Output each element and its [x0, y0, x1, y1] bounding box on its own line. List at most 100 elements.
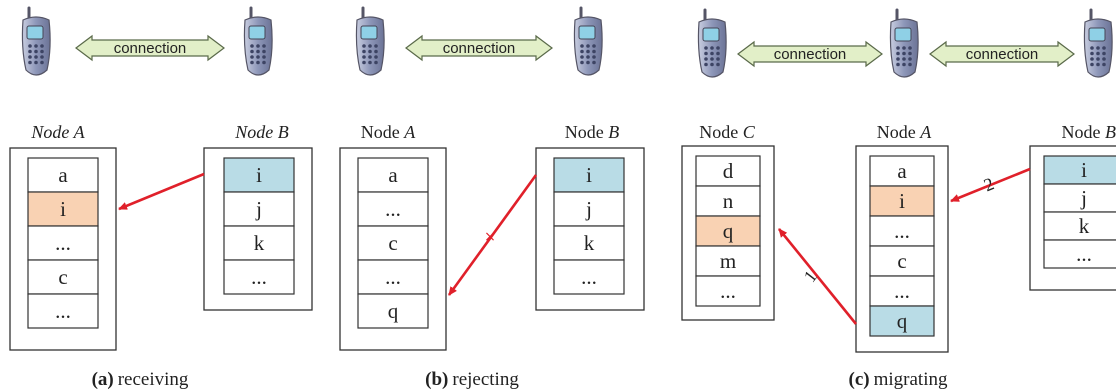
- key: [40, 60, 44, 65]
- key: [586, 60, 590, 65]
- key: [704, 46, 708, 50]
- key: [902, 62, 906, 67]
- cell-value: i: [1081, 158, 1087, 182]
- cell-value: k: [1079, 214, 1090, 238]
- key: [256, 49, 260, 54]
- buffer-cell: [27, 157, 99, 193]
- key: [586, 55, 590, 59]
- buffer-cell: [357, 293, 429, 329]
- buffer-cell: [695, 155, 761, 187]
- connection-link: connection: [929, 40, 1075, 68]
- key: [908, 62, 912, 67]
- cell-value: c: [58, 265, 67, 289]
- key: [716, 62, 720, 67]
- cell-value: a: [388, 163, 398, 187]
- key: [908, 51, 912, 56]
- phone-screen: [248, 25, 266, 40]
- key: [250, 60, 254, 65]
- cell-value: ...: [894, 219, 910, 243]
- buffer-cell: [27, 225, 99, 261]
- key: [374, 55, 378, 59]
- buffer-cell: [27, 259, 99, 295]
- cell-value: ...: [55, 231, 71, 255]
- caption-text: receiving: [118, 369, 189, 390]
- cell-value: d: [723, 159, 734, 183]
- cell-value: q: [723, 219, 734, 243]
- node-label: Node B: [1062, 122, 1116, 142]
- connection-label: connection: [114, 40, 187, 57]
- migration-arrow-2: [950, 167, 1031, 203]
- cell-value: c: [388, 231, 397, 255]
- buffer-stack: ijk...: [203, 147, 313, 311]
- key: [256, 55, 260, 59]
- cell-value: ...: [720, 279, 736, 303]
- key: [710, 46, 714, 50]
- key: [368, 44, 372, 48]
- cell-value: a: [897, 159, 907, 183]
- buffer-cell: [223, 259, 295, 295]
- node-label: Node A: [877, 122, 933, 142]
- cell-value: ...: [385, 197, 401, 221]
- reject-mark: ×: [484, 229, 496, 245]
- buffer-cell: [869, 305, 935, 337]
- key: [1102, 62, 1106, 67]
- node-prefix: Node: [361, 122, 405, 142]
- key: [710, 57, 714, 61]
- buffer-cell: [223, 225, 295, 261]
- phone-icon: [889, 8, 919, 78]
- node-prefix: Node: [877, 122, 921, 142]
- cell-value: i: [586, 163, 592, 187]
- caption-letter: (b): [425, 369, 448, 390]
- migration-arrow-1: [777, 228, 858, 325]
- cell-value: q: [897, 309, 908, 333]
- cell-value: k: [254, 231, 265, 255]
- key: [362, 60, 366, 65]
- panel-caption: (c)migrating: [849, 369, 948, 390]
- cell-value: i: [256, 163, 262, 187]
- buffer-cell: [27, 293, 99, 329]
- buffer-stack: dnqm...: [681, 145, 775, 321]
- rejected-arrow: [447, 174, 538, 296]
- key: [362, 55, 366, 59]
- key: [1096, 62, 1100, 67]
- key: [28, 49, 32, 54]
- caption-text: rejecting: [452, 369, 519, 390]
- buffer-cell: [357, 191, 429, 227]
- cell-value: ...: [1076, 242, 1092, 266]
- key: [896, 57, 900, 61]
- key: [1090, 46, 1094, 50]
- key: [1096, 46, 1100, 50]
- key: [368, 49, 372, 54]
- key: [896, 62, 900, 67]
- key: [592, 60, 596, 65]
- key: [374, 60, 378, 65]
- cell-value: i: [60, 197, 66, 221]
- key: [34, 49, 38, 54]
- key: [250, 55, 254, 59]
- node-label: Node A: [361, 122, 417, 142]
- key: [704, 51, 708, 56]
- node-name: A: [919, 122, 932, 142]
- key: [592, 44, 596, 48]
- buffer-stack: ai...c...q: [855, 145, 949, 353]
- node-prefix: Node: [565, 122, 609, 142]
- key: [40, 49, 44, 54]
- buffer-cell: [869, 185, 935, 217]
- key: [586, 49, 590, 54]
- cell-value: a: [58, 163, 68, 187]
- key: [902, 57, 906, 61]
- key: [716, 51, 720, 56]
- message-arrow: [118, 172, 205, 211]
- key: [262, 55, 266, 59]
- connection-label: connection: [966, 46, 1039, 63]
- phone-icon: [243, 6, 273, 76]
- key: [374, 49, 378, 54]
- double-arrow-icon: [405, 34, 553, 62]
- connection-link: connection: [75, 34, 225, 62]
- buffer-cell: [1043, 183, 1116, 213]
- buffer-cell: [357, 157, 429, 193]
- key: [902, 51, 906, 56]
- key: [580, 49, 584, 54]
- buffer-cell: [695, 275, 761, 307]
- key: [256, 60, 260, 65]
